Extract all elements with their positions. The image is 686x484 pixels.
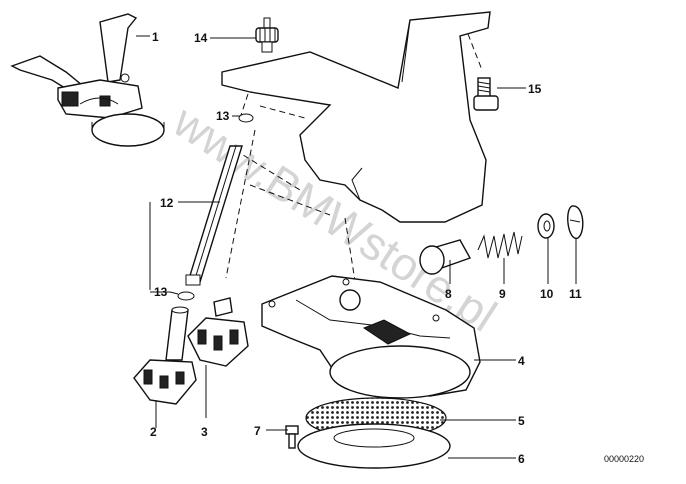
label-part-11: 11 bbox=[569, 287, 582, 301]
part-15-bolt bbox=[473, 77, 499, 111]
part-8-plunger bbox=[419, 239, 472, 275]
diagram-reference-number: 00000220 bbox=[604, 454, 644, 464]
part-3-gear bbox=[187, 297, 249, 367]
label-part-7: 7 bbox=[254, 424, 261, 438]
part-1-bracket bbox=[10, 13, 165, 147]
label-part-2: 2 bbox=[150, 425, 157, 439]
label-part-9: 9 bbox=[499, 287, 506, 301]
label-part-5: 5 bbox=[518, 414, 525, 428]
label-part-6: 6 bbox=[518, 452, 525, 466]
part-4-pump-housing bbox=[261, 275, 481, 399]
part-11-circlip bbox=[567, 205, 584, 239]
part-13-upper-ring bbox=[238, 113, 254, 123]
label-part-3: 3 bbox=[201, 425, 208, 439]
part-14-gear bbox=[255, 17, 279, 53]
part-10-washer bbox=[537, 213, 555, 239]
part-labels: 1 2 3 4 5 6 7 8 9 10 11 12 13 13 14 15 bbox=[150, 30, 582, 466]
part-12-shaft bbox=[185, 145, 243, 286]
label-part-4: 4 bbox=[518, 354, 525, 368]
label-part-12: 12 bbox=[160, 196, 174, 210]
engine-block-outline bbox=[221, 11, 491, 223]
part-9-spring bbox=[477, 231, 523, 259]
label-part-1: 1 bbox=[152, 30, 159, 44]
part-7-bolt bbox=[285, 425, 299, 449]
label-part-10: 10 bbox=[540, 287, 554, 301]
leader-lines bbox=[136, 35, 577, 459]
part-13-lower-ring bbox=[177, 291, 195, 301]
alignment-lines bbox=[225, 33, 483, 301]
part-2-gear-shaft bbox=[133, 306, 197, 405]
label-part-8: 8 bbox=[445, 287, 452, 301]
part-6-cover-plate bbox=[297, 423, 451, 469]
label-part-13-upper: 13 bbox=[216, 109, 230, 123]
label-part-14: 14 bbox=[194, 31, 208, 45]
label-part-13-lower: 13 bbox=[154, 285, 168, 299]
label-part-15: 15 bbox=[528, 82, 542, 96]
